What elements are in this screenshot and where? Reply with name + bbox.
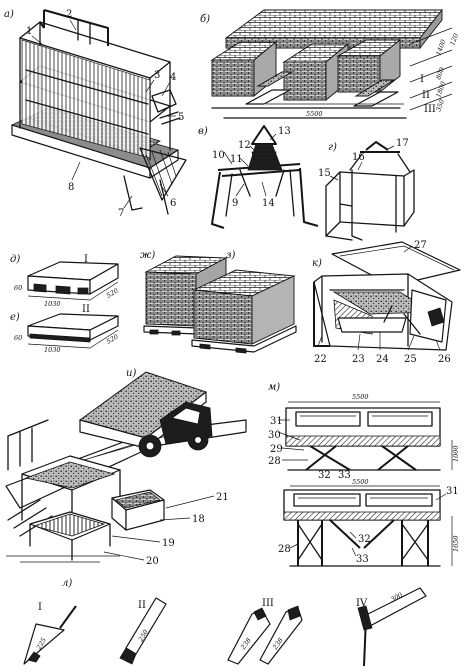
panel-v-callouts: 10 11 12 13 9 14 bbox=[212, 126, 291, 209]
roman-l-III: III bbox=[262, 598, 274, 609]
callout-27: 27 bbox=[414, 240, 427, 251]
callout-6: 6 bbox=[170, 198, 176, 209]
callout-25: 25 bbox=[404, 354, 417, 365]
panel-k-callouts: 27 22 23 24 25 26 bbox=[314, 240, 451, 365]
panel-b-brick-rows: б) 5500 120 1400 800 1800 350 I II bbox=[200, 8, 460, 119]
roman-l-I: I bbox=[38, 602, 42, 613]
callout-13: 13 bbox=[278, 126, 291, 137]
dim-m-bottom-height: 1650 bbox=[452, 535, 460, 552]
panel-label-m: м) bbox=[268, 382, 280, 393]
dim-m-top-length: 5500 bbox=[352, 393, 369, 401]
callout-5: 5 bbox=[178, 112, 184, 123]
callout-22: 22 bbox=[314, 354, 327, 365]
callout-12: 12 bbox=[238, 140, 251, 151]
callout-9: 9 bbox=[232, 198, 238, 209]
panel-label-z: з) bbox=[226, 250, 235, 261]
dim-d-height: 60 bbox=[14, 284, 22, 292]
tier-III: III bbox=[424, 104, 436, 115]
dim-b-side-2: 1400 bbox=[434, 38, 447, 56]
dim-b-side-3: 800 bbox=[434, 66, 446, 80]
callout-23: 23 bbox=[352, 354, 365, 365]
dim-m-bottom-length: 5500 bbox=[352, 478, 369, 486]
callout-19: 19 bbox=[162, 538, 175, 549]
callout-m-33: 33 bbox=[338, 470, 351, 481]
callout-m-31: 31 bbox=[270, 416, 283, 427]
callout-m-32: 32 bbox=[318, 470, 331, 481]
callout-4: 4 bbox=[170, 72, 176, 83]
panel-l-hand-tools: л) I 225 II 250 III 238 238 IV bbox=[23, 578, 427, 667]
callout-1: 1 bbox=[26, 26, 32, 37]
scaffold-lower: 5500 1650 31 28 32 33 bbox=[278, 478, 460, 567]
roman-e: II bbox=[82, 304, 90, 315]
dim-b-length: 5500 bbox=[306, 110, 323, 118]
panel-m-top-callouts: 31 30 29 28 32 33 bbox=[268, 416, 351, 481]
panel-m-bottom-callouts: 31 28 32 33 bbox=[278, 486, 459, 565]
roman-l-IV: IV bbox=[356, 598, 368, 609]
panel-m-scaffold: м) 5500 1000 31 30 29 28 32 33 bbox=[268, 382, 460, 567]
panel-label-i: и) bbox=[126, 368, 136, 379]
panel-g-lifting-fork: г) 16 17 15 bbox=[318, 138, 415, 241]
callout-m-30: 30 bbox=[268, 430, 281, 441]
tier-II: II bbox=[422, 90, 430, 101]
callout-17: 17 bbox=[396, 138, 409, 149]
panel-label-g: г) bbox=[328, 142, 337, 153]
callout-14: 14 bbox=[262, 198, 275, 209]
callout-16: 16 bbox=[352, 152, 365, 163]
callout-26: 26 bbox=[438, 354, 451, 365]
panel-a-brick-cage: а) 1 2 bbox=[4, 9, 187, 219]
callout-mb-31: 31 bbox=[446, 486, 459, 497]
callout-18: 18 bbox=[192, 514, 205, 525]
tool-II-spatula: II 250 bbox=[119, 597, 167, 665]
callout-3: 3 bbox=[154, 70, 160, 81]
panel-a-callouts: 1 2 3 4 5 6 7 8 bbox=[26, 9, 184, 219]
callout-mb-33: 33 bbox=[356, 554, 369, 565]
tool-IV-hammer: IV 300 bbox=[356, 587, 427, 667]
panel-i-callouts: 21 18 19 20 bbox=[103, 492, 229, 567]
roman-d: I bbox=[84, 254, 88, 265]
scaffold-upper: 5500 1000 31 30 29 28 32 33 bbox=[268, 393, 460, 481]
callout-2: 2 bbox=[66, 9, 72, 20]
callout-7: 7 bbox=[118, 208, 124, 219]
tier-I: I bbox=[420, 74, 424, 85]
callout-15: 15 bbox=[318, 168, 331, 179]
callout-m-28: 28 bbox=[268, 456, 281, 467]
dim-b-side-5: 350 bbox=[434, 98, 446, 112]
panel-e-pallet-II: е) II 1030 60 520 bbox=[10, 304, 120, 354]
panel-v-pallet-gripper: в) 10 11 12 13 9 14 bbox=[198, 125, 319, 229]
tool-I-trowel: I 225 bbox=[23, 602, 77, 665]
panel-label-k: к) bbox=[312, 258, 322, 269]
dim-b-side-4: 1800 bbox=[434, 80, 447, 98]
callout-m-29: 29 bbox=[270, 444, 283, 455]
callout-20: 20 bbox=[146, 556, 159, 567]
dim-e-length: 1030 bbox=[44, 346, 61, 354]
callout-8: 8 bbox=[68, 182, 74, 193]
callout-mb-32: 32 bbox=[358, 534, 371, 545]
panel-k-mortar-box: к) 27 22 23 24 25 26 bbox=[312, 240, 461, 365]
dim-d-length: 1030 bbox=[44, 300, 61, 308]
dim-e-width: 520 bbox=[105, 333, 120, 346]
dim-e-height: 60 bbox=[14, 334, 22, 342]
panel-z-brick-stack: з) bbox=[191, 250, 297, 354]
panel-label-e: е) bbox=[10, 312, 20, 323]
tool-III-jointers: III 238 238 bbox=[227, 598, 303, 665]
panel-g-callouts: 16 17 15 bbox=[318, 138, 409, 181]
panel-label-zh: ж) bbox=[140, 250, 155, 261]
panel-d-pallet-I: д) I 1030 60 520 bbox=[10, 254, 120, 308]
callout-mb-28: 28 bbox=[278, 544, 291, 555]
panel-label-v: в) bbox=[198, 126, 208, 137]
callout-24: 24 bbox=[376, 354, 389, 365]
panel-label-b: б) bbox=[200, 14, 210, 25]
panel-i-truck-unloading: и) bbox=[5, 368, 247, 567]
dim-b-side-1: 120 bbox=[448, 32, 460, 46]
panel-label-l: л) bbox=[62, 578, 72, 589]
callout-10: 10 bbox=[212, 150, 225, 161]
callout-21: 21 bbox=[216, 492, 229, 503]
panel-label-a: а) bbox=[4, 9, 14, 20]
roman-l-II: II bbox=[138, 600, 146, 611]
callout-11: 11 bbox=[230, 154, 243, 165]
dim-m-top-height: 1000 bbox=[452, 445, 460, 462]
panel-label-d: д) bbox=[10, 254, 20, 265]
